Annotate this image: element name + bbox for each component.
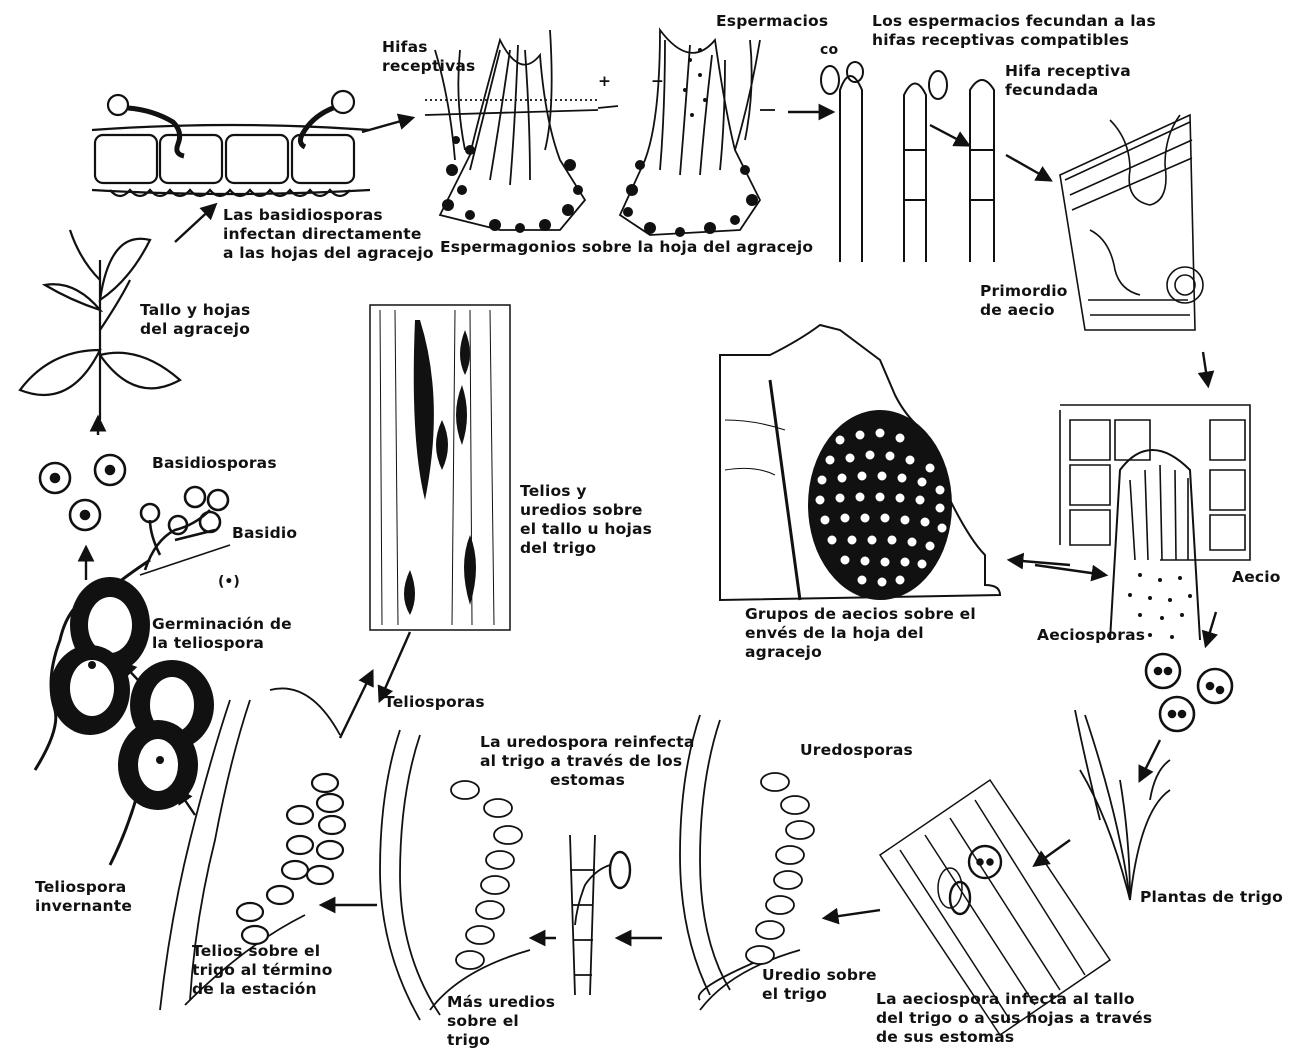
label-line: el trigo [762,985,877,1004]
label-spermatia: Espermacios [716,12,828,31]
label-line: de la estación [192,980,333,999]
label-aecia-groups: Grupos de aecios sobre el envés de la ho… [745,605,976,662]
label-line: Germinación de [152,615,292,634]
label-urediospore-reinfects: La uredospora reinfecta al trigo a travé… [480,733,695,790]
label-co: co [820,40,838,60]
leaf-epidermis-drawing [92,91,370,196]
wheat-plants-drawing [1075,710,1170,900]
label-plus: + [598,72,611,91]
label-line: Más uredios [447,993,555,1012]
label-line: Los espermacios fecundan a las [872,12,1156,31]
label-spermatia-fertilize: Los espermacios fecundan a las hifas rec… [872,12,1156,50]
label-line: Grupos de aecios sobre el [745,605,976,624]
spermagonia-drawing [425,30,775,235]
teliospores-cluster [237,774,345,944]
label-line: de sus estomas [876,1028,1152,1047]
aecium-primordium-drawing [1060,115,1203,330]
label-uredium-on-wheat: Uredio sobre el trigo [762,966,877,1004]
label-more-uredia: Más uredios sobre el trigo [447,993,555,1050]
label-line: uredios sobre [520,501,652,520]
basidiospores-drawing: (•) [40,455,240,590]
label-line: estomas [480,771,695,790]
label-urediospores: Uredosporas [800,741,913,760]
label-telia-uredia-stem: Telios y uredios sobre el tallo u hojas … [520,482,652,558]
label-line: Uredio sobre [762,966,877,985]
label-line: infectan directamente [223,225,434,244]
label-basidium: Basidio [232,524,297,543]
urediospores-right [746,773,814,964]
label-line: de aecio [980,301,1068,320]
label-line: trigo [447,1031,555,1050]
label-barberry-stem-leaves: Tallo y hojas del agracejo [140,301,251,339]
urediospores-middle [451,781,522,969]
label-line: La aeciospora infecta al tallo [876,990,1152,1009]
label-wheat-plants: Plantas de trigo [1140,888,1283,907]
label-aecium: Aecio [1232,568,1281,587]
label-line: envés de la hoja del [745,624,976,643]
label-minus: − [651,72,664,91]
label-teliospore-germination: Germinación de la teliospora [152,615,292,653]
label-line: agracejo [745,643,976,662]
label-line: Teliospora [35,878,132,897]
svg-text:(•): (•) [218,574,240,590]
label-fertilized-hypha: Hifa receptiva fecundada [1005,62,1131,100]
aeciospores-drawing [1146,654,1232,731]
label-telia-end-season: Telios sobre el trigo al término de la e… [192,942,333,999]
label-line: Telios y [520,482,652,501]
label-line: el tallo u hojas [520,520,652,539]
label-aeciospore-infects: La aeciospora infecta al tallo del trigo… [876,990,1152,1047]
label-teliospores: Teliosporas [384,693,485,712]
label-line: Tallo y hojas [140,301,251,320]
label-line: del trigo o a sus hojas a través [876,1009,1152,1028]
label-spermagonia: Espermagonios sobre la hoja del agracejo [440,238,813,257]
label-line: del agracejo [140,320,251,339]
label-line: la teliospora [152,634,292,653]
label-line: Telios sobre el [192,942,333,961]
wheat-stem-drawing [370,305,510,630]
label-basidiospores-infect: Las basidiosporas infectan directamente … [223,206,434,263]
label-aecium-primordium: Primordio de aecio [980,282,1068,320]
label-line: fecundada [1005,81,1131,100]
label-line: receptivas [382,57,475,76]
label-line: al trigo a través de los [480,752,695,771]
label-line: trigo al término [192,961,333,980]
label-line: invernante [35,897,132,916]
label-line: Las basidiosporas [223,206,434,225]
label-receptive-hyphae: Hifas receptivas [382,38,475,76]
aecium-drawing [1060,405,1250,640]
label-line: hifas receptivas compatibles [872,31,1156,50]
label-line: Hifas [382,38,475,57]
label-line: Primordio [980,282,1068,301]
label-line: del trigo [520,539,652,558]
label-line: La uredospora reinfecta [480,733,695,752]
receptive-hyphae-drawing [821,62,994,262]
label-line: Hifa receptiva [1005,62,1131,81]
label-line: sobre el [447,1012,555,1031]
label-line: a las hojas del agracejo [223,244,434,263]
label-overwintering-teliospore: Teliospora invernante [35,878,132,916]
label-aeciospores: Aeciosporas [1037,626,1145,645]
label-basidiospores: Basidiosporas [152,454,277,473]
urediospore-germination-drawing [570,835,630,995]
